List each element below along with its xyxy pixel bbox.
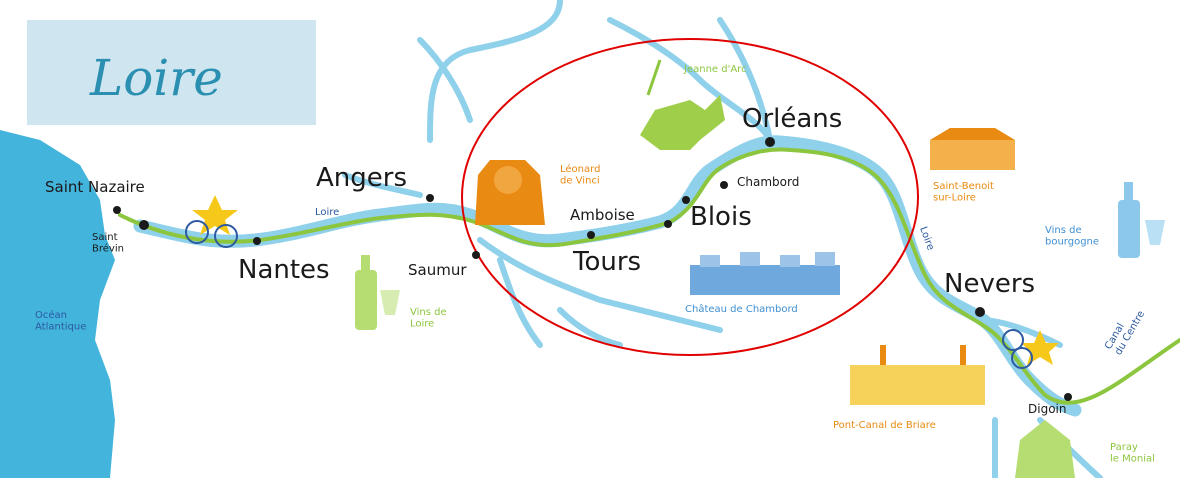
label-river-loire-west: Loire — [315, 207, 339, 218]
star-icon — [1021, 330, 1059, 365]
marker-saint-nazaire — [113, 206, 121, 214]
marker-blois — [682, 196, 690, 204]
marker-amboise — [664, 220, 672, 228]
ocean-area — [0, 130, 115, 478]
marker-tours — [587, 231, 595, 239]
marker-chambord — [720, 181, 728, 189]
label-saumur: Saumur — [408, 261, 467, 279]
bicycle-icon — [1002, 329, 1033, 369]
wine-bourgogne-illustration — [1118, 182, 1165, 258]
city-markers — [113, 137, 1072, 401]
highlight-circle — [461, 38, 919, 356]
label-river-loire-east: Loire — [917, 225, 936, 252]
label-chambord: Chambord — [737, 175, 799, 189]
marker-digoin — [1064, 393, 1072, 401]
jeanne-illustration — [640, 59, 725, 150]
marker-saumur — [472, 251, 480, 259]
label-tours: Tours — [572, 247, 641, 277]
label-jeanne: Jeanne d'Arc — [683, 64, 747, 75]
label-pont-canal: Pont-Canal de Briare — [833, 420, 936, 431]
pont-canal-illustration — [850, 345, 985, 405]
label-amboise: Amboise — [570, 206, 635, 224]
bicycle-icon — [185, 220, 238, 248]
label-saint-nazaire: Saint Nazaire — [45, 178, 145, 196]
loire-river — [133, 135, 1082, 417]
label-digoin: Digoin — [1028, 402, 1066, 416]
label-blois: Blois — [690, 202, 752, 232]
cycle-route — [118, 147, 1180, 405]
saint-benoit-illustration — [930, 128, 1015, 170]
star-icon — [192, 195, 238, 235]
chateau-illustration — [690, 252, 840, 295]
wine-loire-illustration — [355, 255, 400, 330]
label-angers: Angers — [316, 163, 407, 193]
label-canal: Canaldu Centre — [1103, 303, 1147, 357]
label-nantes: Nantes — [238, 255, 330, 285]
title-box — [27, 20, 316, 125]
marker-nevers — [975, 307, 985, 317]
marker-nantes — [253, 237, 261, 245]
label-nevers: Nevers — [944, 269, 1035, 299]
label-chateau: Château de Chambord — [685, 303, 798, 315]
marker-angers — [426, 194, 434, 202]
page-title: Loire — [89, 49, 223, 107]
marker-orleans — [765, 137, 775, 147]
label-orleans: Orléans — [742, 104, 842, 134]
marker-saint-brevin — [139, 220, 149, 230]
paray-illustration — [1015, 420, 1075, 478]
leonard-illustration — [475, 160, 545, 225]
